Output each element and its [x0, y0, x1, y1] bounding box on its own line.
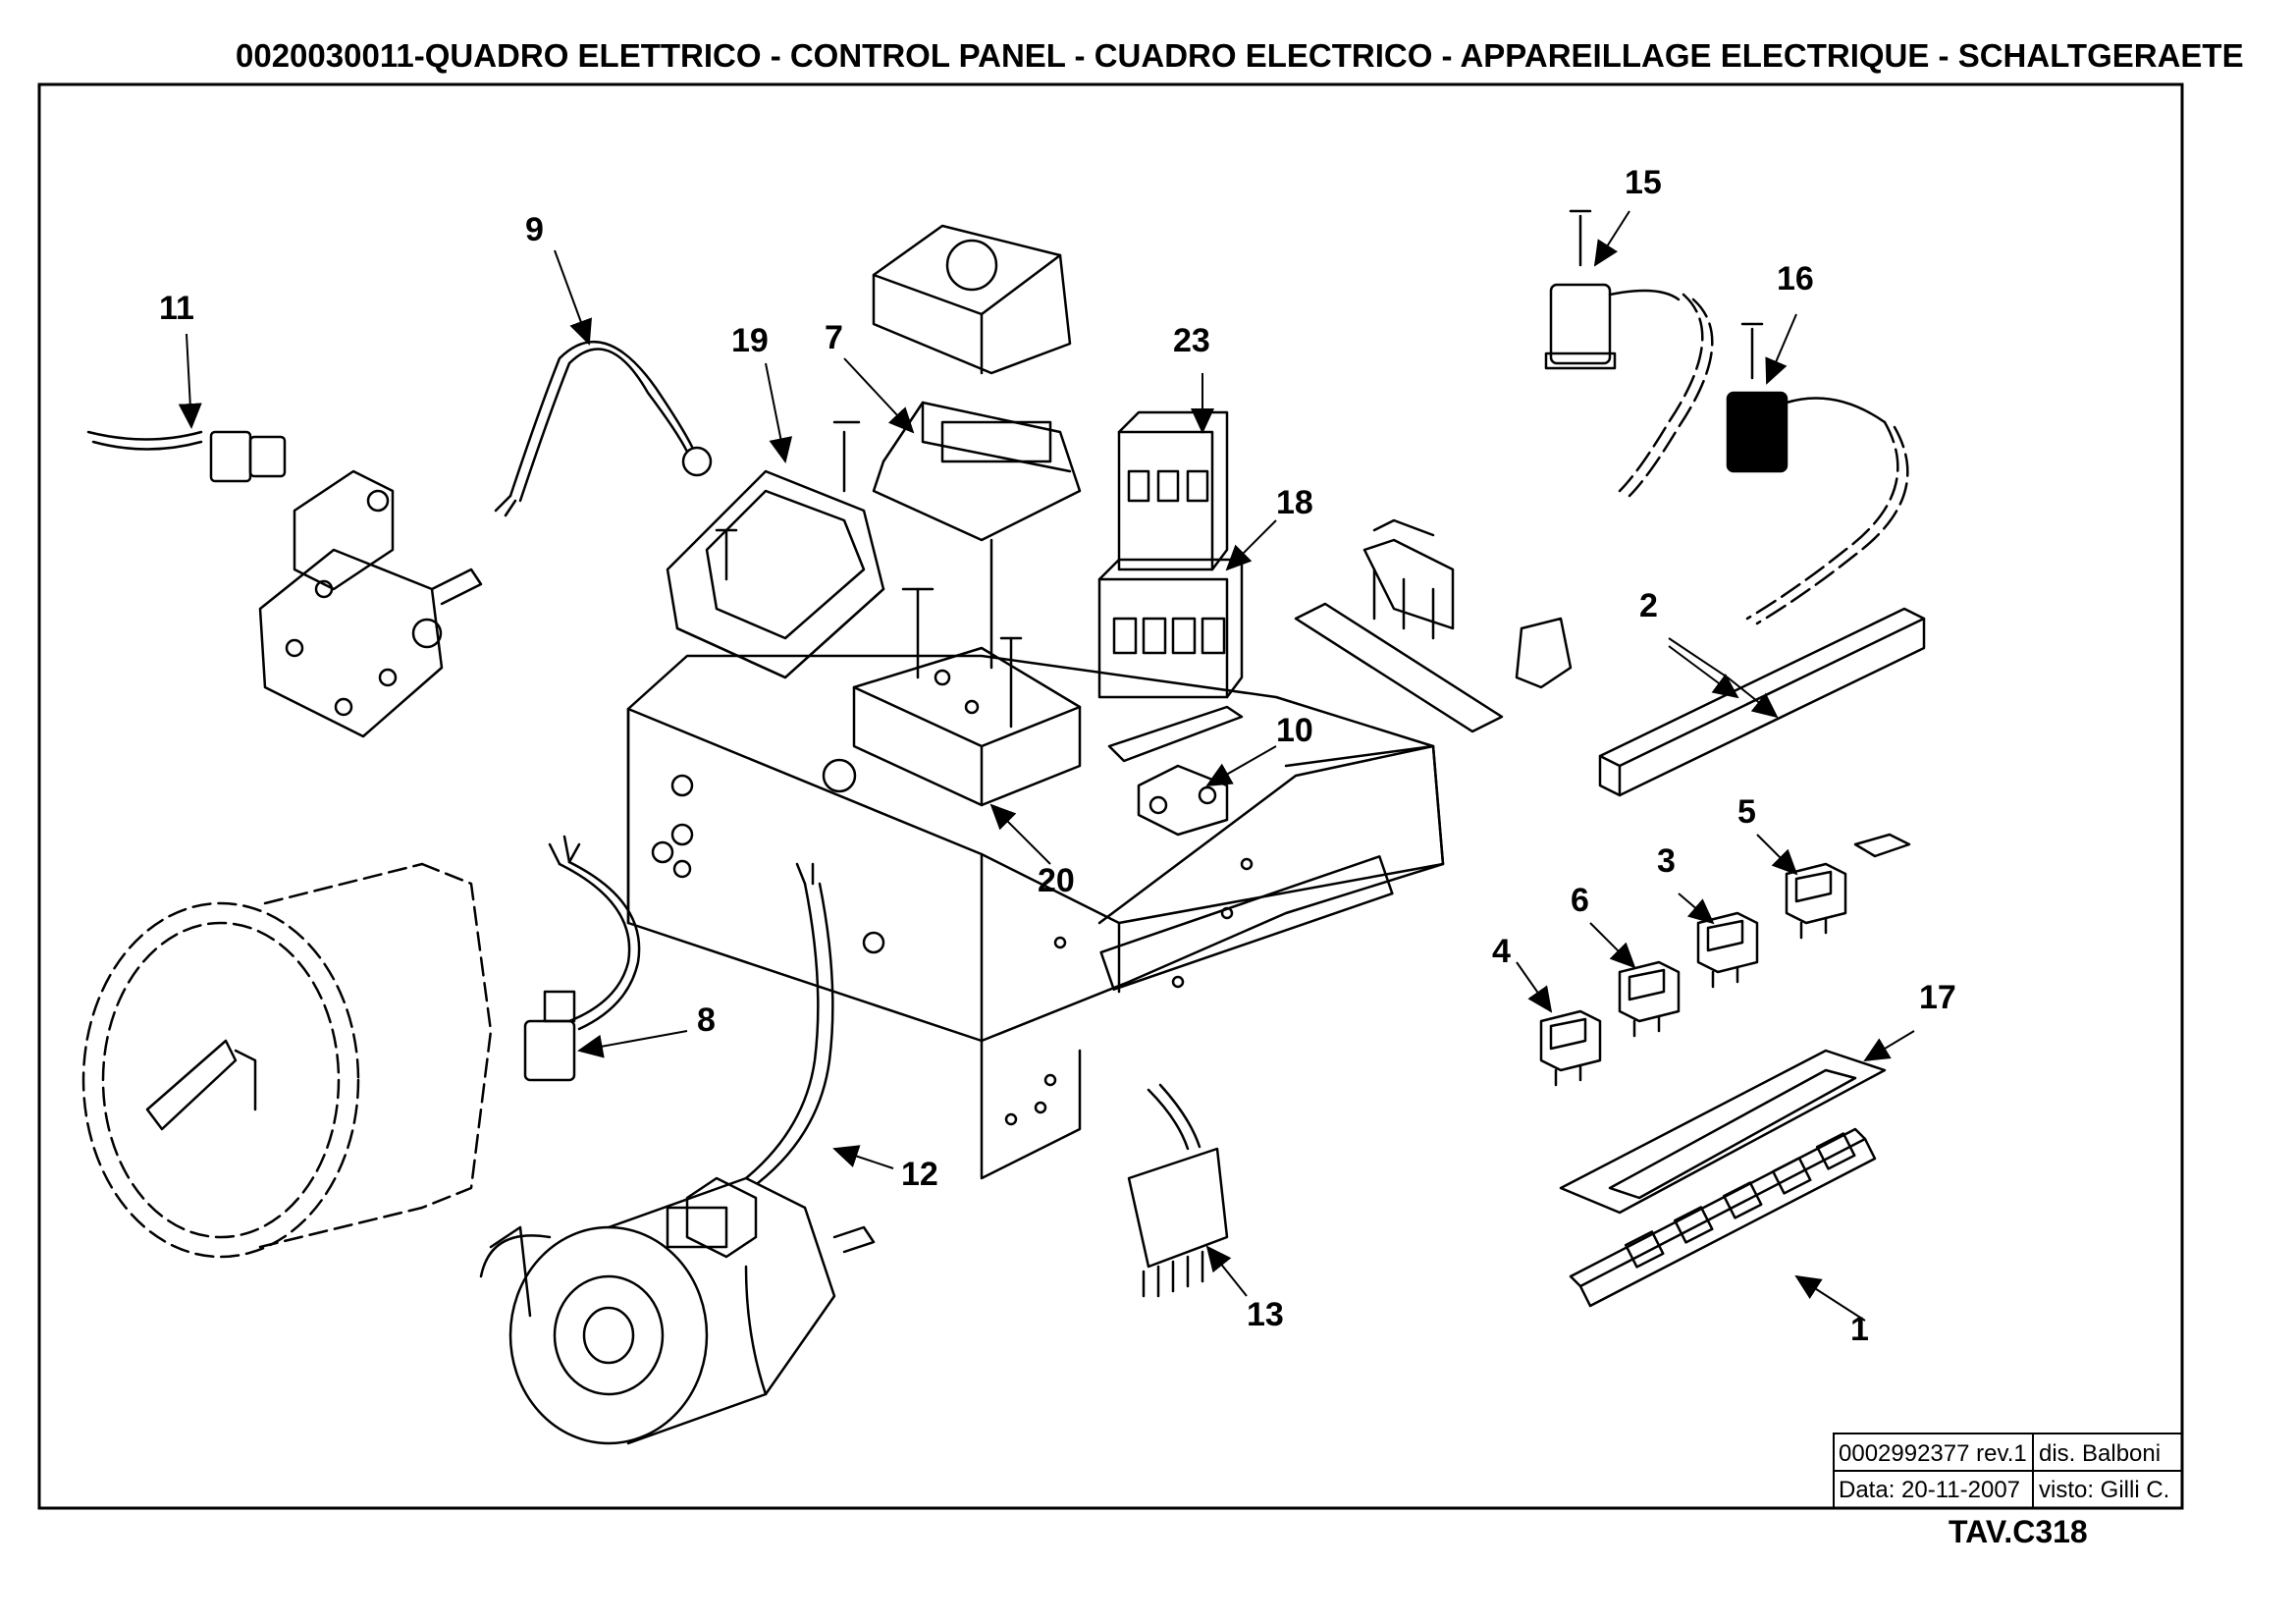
part-7-terminal-block: [832, 224, 1082, 670]
part-23-contactor: [1117, 410, 1229, 571]
drawn-by: dis. Balboni: [2039, 1440, 2162, 1467]
callout-11: 11: [159, 290, 194, 327]
din-rail-terminals: [1294, 518, 1573, 733]
sheet-id: TAV.C318: [1949, 1514, 2088, 1549]
callout-2: 2: [1639, 587, 1658, 624]
callout-23: 23: [1173, 322, 1210, 359]
small-square-part: [1853, 833, 1911, 858]
part-20-relay-box: [852, 587, 1082, 807]
callout-16: 16: [1777, 260, 1814, 298]
part-4-switch: [1539, 1009, 1602, 1087]
motor-shaft: [145, 1039, 257, 1131]
part-5-switch: [1785, 862, 1847, 940]
part-17-label-strip: [1559, 1049, 1887, 1215]
part-6-switch: [1618, 960, 1681, 1038]
callout-13: 13: [1247, 1296, 1284, 1333]
callout-19: 19: [731, 322, 769, 359]
drawing-frame: [37, 82, 2184, 1510]
fan-motor: [479, 1176, 876, 1445]
part-11-pump: [86, 430, 483, 738]
part-3-switch: [1696, 911, 1759, 989]
callout-17: 17: [1919, 979, 1956, 1016]
callout-5: 5: [1737, 793, 1756, 831]
control-panel-housing: [626, 654, 1445, 1180]
part-19-transformer: [666, 469, 885, 679]
title-block: [1833, 1433, 2183, 1509]
callout-8: 8: [697, 1001, 716, 1039]
drawing-date: Data: 20-11-2007: [1839, 1477, 2021, 1503]
callout-18: 18: [1276, 484, 1313, 521]
callout-7: 7: [825, 319, 843, 356]
part-16-solenoid-coil: [1726, 322, 1909, 625]
drawing-code: 0002992377 rev.1: [1839, 1440, 2027, 1467]
callout-10: 10: [1276, 712, 1313, 749]
callout-4: 4: [1492, 933, 1511, 970]
callout-1: 1: [1850, 1311, 1869, 1348]
part-18-contactor: [1097, 558, 1244, 763]
callout-6: 6: [1571, 882, 1589, 919]
part-9-cable: [494, 341, 713, 517]
part-8-pressure-switch: [523, 835, 641, 1082]
part-2-cover: [1598, 607, 1926, 797]
part-12-cable: [744, 862, 834, 1185]
callout-numbers: 1 2 3 4 5 6 7 8 9 10 11 12 13 15 16 17 1…: [159, 164, 1956, 1348]
callout-15: 15: [1625, 164, 1662, 201]
page-title: 0020030011-QUADRO ELETTRICO - CONTROL PA…: [236, 37, 2244, 74]
electric-motor: [81, 862, 493, 1259]
callout-20: 20: [1038, 862, 1075, 899]
part-13-connector: [1127, 1083, 1229, 1298]
callout-3: 3: [1657, 842, 1676, 880]
leader-arrows: [178, 210, 1915, 1322]
checked-by: visto: Gilli C.: [2039, 1477, 2170, 1503]
part-1-switch-frame: [1569, 1127, 1877, 1308]
part-10-microswitch: [1137, 764, 1229, 837]
callout-12: 12: [901, 1156, 938, 1193]
callout-9: 9: [525, 211, 544, 248]
part-15-solenoid-coil: [1544, 209, 1714, 498]
